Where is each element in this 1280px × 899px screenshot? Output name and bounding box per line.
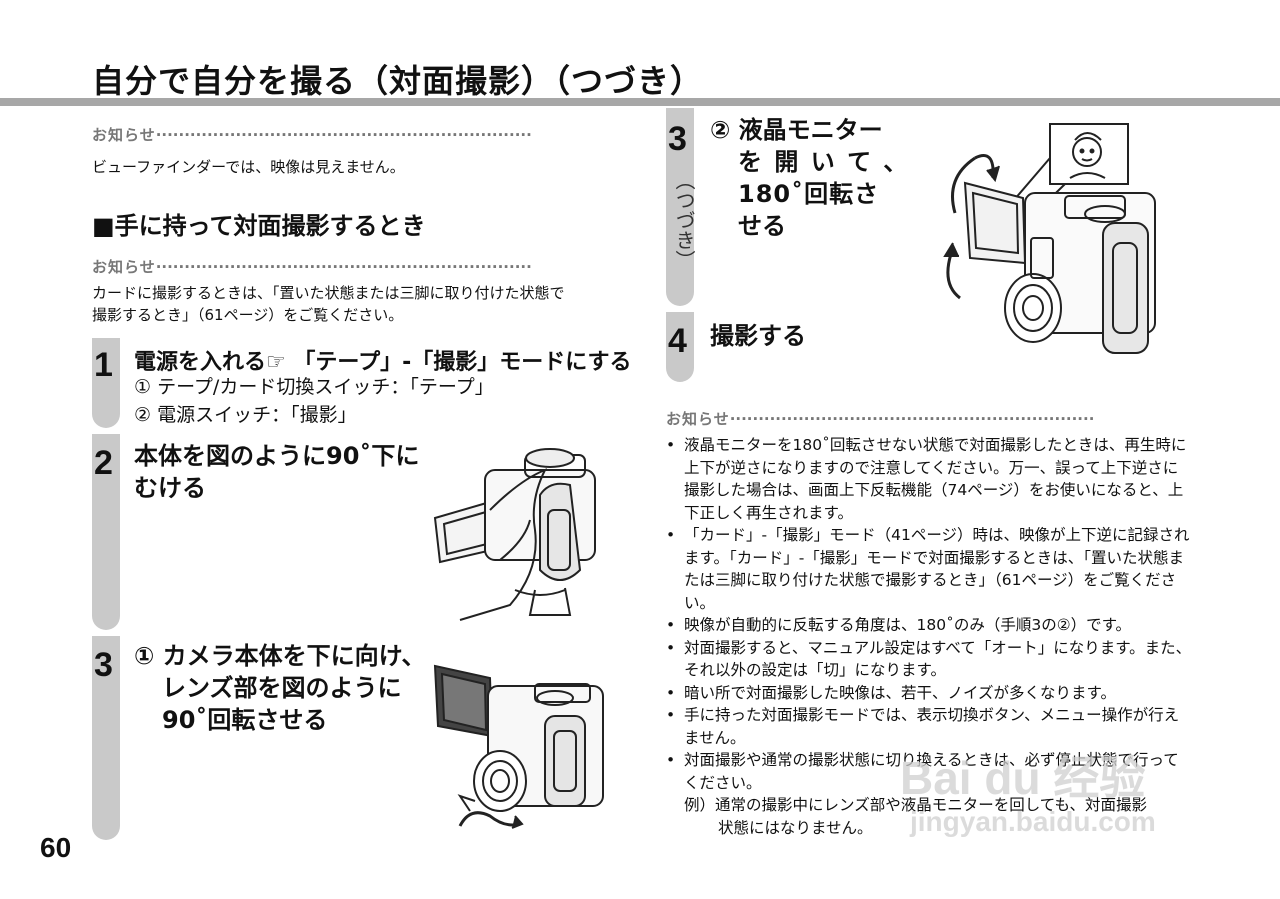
notes-list: 液晶モニターを180˚回転させない状態で対面撮影したときは、再生時に上下が逆さに…: [666, 434, 1192, 839]
note-item: 手に持った対面撮影モードでは、表示切換ボタン、メニュー操作が行えません。: [666, 704, 1192, 749]
note-item: 液晶モニターを180˚回転させない状態で対面撮影したときは、再生時に上下が逆さに…: [666, 434, 1192, 524]
step-number: 2: [94, 444, 113, 482]
note-item: 映像が自動的に反転する角度は、180˚のみ（手順3の②）です。: [666, 614, 1192, 637]
step-bar: [92, 636, 120, 840]
notice-text: ビューファインダーでは、映像は見えません。: [92, 158, 405, 176]
notice-label: お知らせ····································…: [92, 258, 532, 276]
step-bar: [92, 338, 120, 428]
notice-text-line: 撮影するとき」（61ページ）をご覧ください。: [92, 306, 404, 324]
note-item: 対面撮影や通常の撮影状態に切り換えるときは、必ず停止状態で行ってください。: [666, 749, 1192, 794]
step-title-part: 「テープ」-「撮影」モードにする: [293, 350, 632, 375]
step-number: 3: [94, 646, 113, 684]
notice-label: お知らせ····································…: [666, 410, 1095, 428]
step-subitem: ② 電源スイッチ：「撮影」: [134, 404, 357, 426]
step-text: ② 液晶モニター: [710, 116, 883, 144]
notice-label-text: お知らせ: [92, 126, 156, 144]
step-title-part: 電源を入れる: [134, 350, 267, 375]
step-text: レンズ部を図のように: [162, 674, 402, 702]
step-title: 電源を入れる☞ 「テープ」-「撮影」モードにする: [134, 344, 631, 376]
header-rule: [0, 98, 1280, 106]
step-bar: [666, 108, 694, 306]
camera-hand-illustration: [433, 448, 596, 621]
step-text: 本体を図のように90˚下に: [134, 442, 420, 470]
notice-label-text: お知らせ: [92, 258, 156, 276]
pointing-hand-icon: ☞: [266, 350, 286, 375]
camera-rotate-illustration: [433, 664, 604, 829]
step-text: 90˚回転させる: [162, 706, 328, 734]
lcd-rotate-illustration: [943, 123, 1156, 354]
section-heading: ■手に持って対面撮影するとき: [92, 212, 426, 240]
step-bar: [666, 312, 694, 382]
note-item: 対面撮影すると、マニュアル設定はすべて「オート」になります。また、それ以外の設定…: [666, 637, 1192, 682]
step-text: 180˚回転さ: [738, 180, 880, 208]
page-number: 60: [40, 832, 72, 863]
notice-text-line: カードに撮影するときは、「置いた状態または三脚に取り付けた状態で: [92, 284, 565, 302]
step-subitem: ① テープ/カード切換スイッチ：「テープ」: [134, 376, 494, 398]
note-item: 「カード」-「撮影」モード（41ページ）時は、映像が上下逆に記録されます。「カー…: [666, 524, 1192, 614]
step-text: ① カメラ本体を下に向け、: [134, 642, 426, 670]
example-line: 例）通常の撮影中にレンズ部や液晶モニターを回しても、対面撮影: [684, 796, 1147, 814]
page-title: 自分で自分を撮る（対面撮影）（つづき）: [92, 62, 704, 100]
example-line: 状態にはなりません。: [718, 818, 873, 837]
step-number: 3: [668, 120, 687, 158]
continued-label: （つづき）: [672, 170, 696, 270]
step-bar: [92, 434, 120, 630]
step-text: 撮影する: [710, 322, 806, 350]
watermark-brand: Bai du 经验: [900, 752, 1146, 804]
notice-label: お知らせ····································…: [92, 126, 532, 144]
step-text: を 開 い て 、: [738, 148, 910, 176]
step-number: 4: [668, 322, 687, 360]
notice-label-text: お知らせ: [666, 410, 730, 428]
step-number: 1: [94, 346, 113, 384]
step-text: せる: [738, 212, 786, 240]
note-item: 暗い所で対面撮影した映像は、若干、ノイズが多くなります。: [666, 682, 1192, 705]
watermark-url: jingyan.baidu.com: [910, 806, 1156, 837]
step-text: むける: [134, 474, 206, 502]
